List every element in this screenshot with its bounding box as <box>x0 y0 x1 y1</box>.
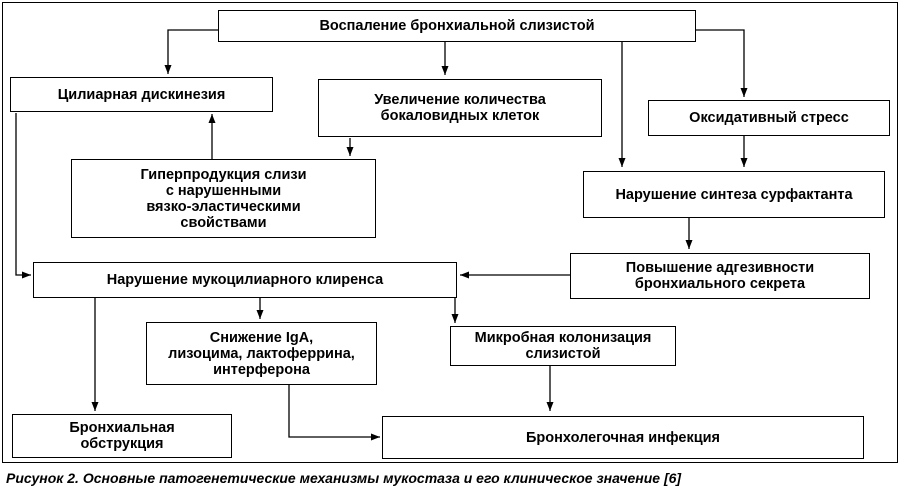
figure-caption: Рисунок 2. Основные патогенетические мех… <box>6 470 682 486</box>
arrow-inflammation-to-oxidative <box>696 29 748 97</box>
bronchopulmonary-infection-box: Бронхолегочная инфекция <box>382 416 864 459</box>
arrow-iga-to-infection <box>288 385 380 441</box>
ciliary-dyskinesia-box: Цилиарная дискинезия <box>10 77 273 112</box>
adhesiveness-box: Повышение адгезивности бронхиального сек… <box>570 253 870 299</box>
inflammation-box: Воспаление бронхиальной слизистой <box>218 10 696 42</box>
microbial-colonization-box: Микробная колонизация слизистой <box>450 326 676 366</box>
oxidative-stress-box: Оксидативный стресс <box>648 100 890 136</box>
iga-decrease-box: Снижение IgA, лизоцима, лактоферрина, ин… <box>146 322 377 385</box>
goblet-cells-box: Увеличение количества бокаловидных клето… <box>318 79 602 137</box>
bronchial-obstruction-box: Бронхиальная обструкция <box>12 414 232 458</box>
arrow-inflammation-to-ciliary <box>164 29 218 74</box>
mucociliary-clearance-box: Нарушение мукоцилиарного клиренса <box>33 262 457 298</box>
mucus-hyperproduction-box: Гиперпродукция слизи с нарушенными вязко… <box>71 159 376 238</box>
arrow-ciliary-to-clearance <box>15 113 31 279</box>
surfactant-box: Нарушение синтеза сурфактанта <box>583 171 885 218</box>
diagram-frame <box>2 2 898 463</box>
